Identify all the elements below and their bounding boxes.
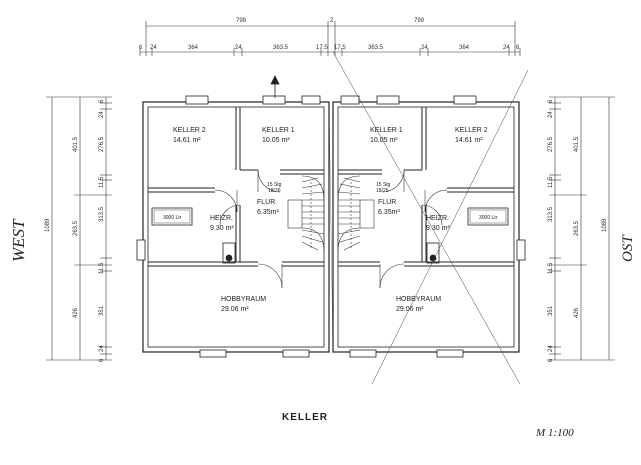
right-outer-dims: 1089 bbox=[602, 218, 608, 232]
dim-left-d1: 24 bbox=[99, 111, 105, 118]
dim-left-d4: 313.5 bbox=[99, 206, 105, 222]
dim-top-center-gap: 2 bbox=[330, 18, 334, 24]
left-mid-dims: 401.5 263.5 426 bbox=[73, 136, 79, 318]
dim-left-d6: 351 bbox=[99, 305, 105, 316]
room-area-heizr-left: 9.30 m² bbox=[210, 225, 234, 232]
tank-capacity-left: 3000 Ltr bbox=[163, 215, 182, 221]
tank-right bbox=[426, 207, 509, 264]
north-arrow-icon bbox=[270, 75, 280, 98]
dim-right-mid-0: 401.5 bbox=[574, 136, 580, 152]
dim-top-d10: 24 bbox=[503, 45, 510, 51]
left-dimension-lines bbox=[46, 96, 112, 361]
room-name-heizr-right: HEIZR. bbox=[426, 215, 449, 222]
stair-annotations: 15 Stg 18/26 15 Stg 18/26 bbox=[267, 182, 391, 194]
dim-left-total: 1089 bbox=[45, 218, 51, 232]
side-label-west: WEST bbox=[9, 218, 28, 262]
top-overall-dims: 799 2 799 bbox=[236, 18, 425, 24]
window-niches bbox=[136, 95, 526, 358]
left-outer-dims: 1089 bbox=[45, 218, 51, 232]
dim-left-d8: 6 bbox=[99, 358, 105, 362]
stair-steps-left: 15 Stg bbox=[267, 182, 282, 188]
doors-left bbox=[214, 169, 283, 289]
room-area-hobby-right: 29.06 m² bbox=[396, 306, 424, 313]
room-name-keller1-left: KELLER 1 bbox=[262, 127, 295, 134]
dim-top-d8: 24 bbox=[421, 45, 428, 51]
dim-right-d5: 11.5 bbox=[548, 262, 554, 274]
dim-top-left-overall: 799 bbox=[236, 18, 247, 24]
construction-lines bbox=[332, 51, 529, 385]
plan-title: KELLER bbox=[282, 412, 328, 423]
dim-left-d3: 11.5 bbox=[99, 176, 105, 188]
dim-top-d1: 24 bbox=[150, 45, 157, 51]
stair-ratio-left: 18/26 bbox=[268, 188, 281, 194]
room-area-hobby-left: 29.06 m² bbox=[221, 306, 249, 313]
doors-right bbox=[379, 169, 448, 289]
dim-top-right-overall: 799 bbox=[414, 18, 425, 24]
scale-label: M 1:100 bbox=[535, 427, 574, 439]
tank-capacity-right: 3000 Ltr bbox=[479, 215, 498, 221]
side-label-ost: OST bbox=[620, 234, 636, 262]
room-area-keller1-right: 10.05 m² bbox=[370, 137, 398, 144]
room-area-heizr-right: 9.30 m² bbox=[426, 225, 450, 232]
stair-steps-right: 15 Stg bbox=[376, 182, 391, 188]
dim-top-d6: 17.5 bbox=[334, 45, 346, 51]
dim-right-total: 1089 bbox=[602, 218, 608, 232]
dim-left-mid-0: 401.5 bbox=[73, 136, 79, 152]
room-name-flur-left: FLUR bbox=[257, 199, 275, 206]
right-dimension-lines bbox=[549, 96, 615, 361]
dim-left-d0: 6 bbox=[99, 99, 105, 103]
dim-top-d7: 363.5 bbox=[368, 45, 384, 51]
right-detail-dims: 6 24 276.5 11.5 313.5 11.5 351 24 6 bbox=[548, 99, 554, 362]
dim-right-d0: 6 bbox=[548, 99, 554, 103]
dim-left-d7: 24 bbox=[99, 345, 105, 352]
dim-top-d4: 363.5 bbox=[273, 45, 289, 51]
dim-top-d0: 6 bbox=[139, 45, 143, 51]
room-area-flur-left: 6.35m² bbox=[257, 209, 279, 216]
room-name-hobby-right: HOBBYRAUM bbox=[396, 296, 441, 303]
stairs-left bbox=[287, 175, 325, 253]
room-area-keller2-left: 14.61 m² bbox=[173, 137, 201, 144]
room-area-keller1-left: 10.05 m² bbox=[262, 137, 290, 144]
dim-left-d2: 276.5 bbox=[99, 136, 105, 152]
tank-labels: 3000 Ltr 3000 Ltr bbox=[163, 215, 498, 221]
room-name-flur-right: FLUR bbox=[378, 199, 396, 206]
room-name-keller2-left: KELLER 2 bbox=[173, 127, 206, 134]
dim-right-d6: 351 bbox=[548, 305, 554, 316]
top-dimension-lines bbox=[139, 21, 521, 56]
dim-right-d1: 24 bbox=[548, 111, 554, 118]
stair-ratio-right: 18/26 bbox=[376, 188, 389, 194]
interior-walls-right bbox=[338, 107, 514, 267]
dim-left-mid-2: 426 bbox=[73, 307, 79, 318]
room-name-keller1-right: KELLER 1 bbox=[370, 127, 403, 134]
dim-right-d3: 11.5 bbox=[548, 176, 554, 188]
room-area-keller2-right: 14.61 m² bbox=[455, 137, 483, 144]
dim-top-d9: 364 bbox=[459, 45, 470, 51]
dim-top-d11: 6 bbox=[516, 45, 520, 51]
top-detail-dims: 6 24 364 24 363.5 17.5 17.5 363.5 24 364… bbox=[139, 45, 520, 51]
dim-top-d2: 364 bbox=[188, 45, 199, 51]
dim-top-d5: 17.5 bbox=[316, 45, 328, 51]
dim-right-mid-1: 263.5 bbox=[574, 220, 580, 236]
room-labels: KELLER 2 14.61 m² KELLER 1 10.05 m² FLUR… bbox=[173, 127, 488, 313]
dim-left-d5: 11.5 bbox=[99, 262, 105, 274]
tank-left bbox=[151, 207, 236, 264]
interior-walls-left bbox=[148, 107, 324, 267]
dim-right-mid-2: 426 bbox=[574, 307, 580, 318]
dim-left-mid-1: 263.5 bbox=[73, 220, 79, 236]
room-name-keller2-right: KELLER 2 bbox=[455, 127, 488, 134]
right-mid-dims: 401.5 263.5 426 bbox=[574, 136, 580, 318]
dim-right-d7: 24 bbox=[548, 345, 554, 352]
room-area-flur-right: 6.35m² bbox=[378, 209, 400, 216]
dim-right-d2: 276.5 bbox=[548, 136, 554, 152]
dim-right-d8: 6 bbox=[548, 358, 554, 362]
stairs-right bbox=[337, 175, 375, 253]
left-detail-dims: 6 24 276.5 11.5 313.5 11.5 351 24 6 bbox=[99, 99, 105, 362]
dim-top-d3: 24 bbox=[235, 45, 242, 51]
dim-right-d4: 313.5 bbox=[548, 206, 554, 222]
room-name-hobby-left: HOBBYRAUM bbox=[221, 296, 266, 303]
room-name-heizr-left: HEIZR. bbox=[210, 215, 233, 222]
